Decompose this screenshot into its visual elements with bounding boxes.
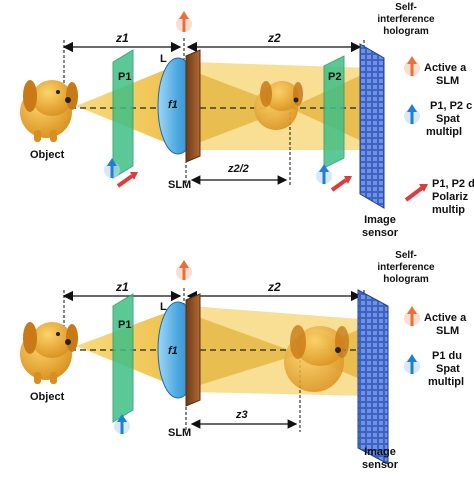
p1-blue-arrow-icon bbox=[104, 158, 120, 178]
slm-orange-arrow-icon-2 bbox=[176, 260, 192, 280]
legend-item-polarization: P1, P2 d Polariz multip bbox=[432, 178, 474, 216]
p1-label-2: P1 bbox=[118, 319, 132, 331]
sensor-label: Image sensor bbox=[361, 214, 399, 239]
legend-blue-arrow-icon bbox=[404, 104, 420, 124]
image-dog-2 bbox=[284, 325, 349, 392]
image-sensor-2 bbox=[357, 289, 389, 465]
lens-label: L bbox=[160, 53, 167, 65]
legend-item-active: Active a SLM bbox=[424, 62, 467, 87]
polarizer-p1 bbox=[112, 49, 134, 179]
sensor-label-2: Image sensor bbox=[361, 446, 399, 471]
z1-label-2: z1 bbox=[116, 280, 129, 294]
panel-1 bbox=[20, 11, 428, 209]
object-label: Object bbox=[30, 149, 65, 161]
polarizer-p2 bbox=[323, 55, 345, 169]
p1-label: P1 bbox=[118, 71, 132, 83]
legend-item-spatial: P1, P2 c Spat multipl bbox=[426, 100, 473, 138]
legend-red-arrow-icon bbox=[404, 184, 428, 202]
hologram-label-2: Self- interference hologram bbox=[377, 250, 435, 285]
beam-focused-2 bbox=[190, 314, 300, 388]
image-sensor bbox=[359, 43, 385, 209]
legend-item-active-2: Active a SLM bbox=[424, 312, 467, 337]
polarizer-p1-2 bbox=[112, 293, 134, 423]
object-dog-2 bbox=[20, 322, 78, 384]
p2-label: P2 bbox=[328, 71, 342, 83]
panel-2 bbox=[20, 260, 420, 465]
legend-blue-arrow-icon-2 bbox=[404, 354, 420, 374]
slm-label: SLM bbox=[168, 179, 192, 191]
image-dog bbox=[254, 81, 303, 130]
object-dog bbox=[20, 80, 78, 142]
z2-label: z2 bbox=[268, 31, 281, 45]
p1-red-arrow-icon bbox=[116, 172, 138, 188]
slm-device bbox=[185, 49, 201, 163]
legend-orange-arrow-icon-2 bbox=[404, 306, 420, 326]
p1-blue-arrow-icon-2 bbox=[114, 414, 130, 434]
p2-blue-arrow-icon bbox=[316, 164, 332, 184]
legend-item-spatial-2: P1 du Spat multipl bbox=[428, 350, 465, 388]
z2-half-label: z2/2 bbox=[228, 163, 249, 175]
z3-label: z3 bbox=[236, 409, 248, 421]
z2-label-2: z2 bbox=[268, 280, 281, 294]
focal-label-2: f1 bbox=[168, 345, 178, 357]
focal-label: f1 bbox=[168, 99, 178, 111]
slm-label-2: SLM bbox=[168, 427, 192, 439]
z1-label: z1 bbox=[116, 31, 129, 45]
legend-orange-arrow-icon bbox=[404, 56, 420, 76]
lens-label-2: L bbox=[160, 301, 167, 313]
slm-device-2 bbox=[185, 293, 201, 407]
slm-orange-arrow-icon bbox=[176, 11, 192, 32]
object-label-2: Object bbox=[30, 391, 65, 403]
hologram-label: Self- interference hologram bbox=[377, 2, 435, 37]
p2-red-arrow-icon bbox=[330, 176, 352, 192]
